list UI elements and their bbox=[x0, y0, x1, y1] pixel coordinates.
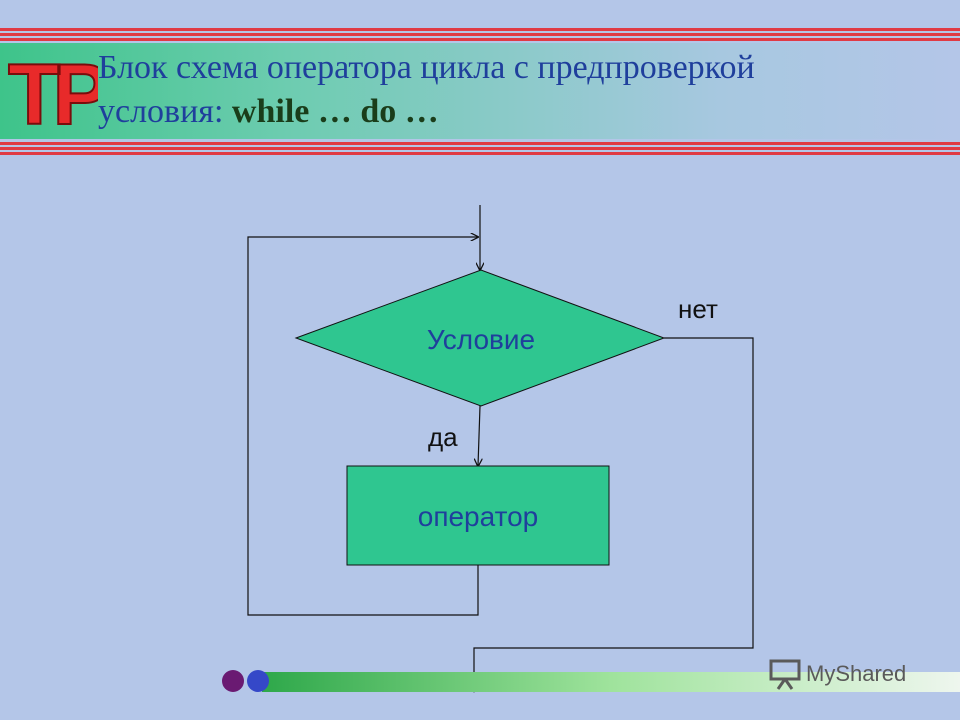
footer-dot-blue bbox=[247, 670, 269, 692]
yes-label: да bbox=[428, 422, 458, 452]
title-line1: Блок схема оператора цикла с предпроверк… bbox=[98, 49, 755, 86]
watermark: MyShared bbox=[768, 656, 906, 692]
footer-dot-purple bbox=[222, 670, 244, 692]
header-stripes-bottom bbox=[0, 142, 960, 157]
loop-back-line bbox=[247, 237, 478, 616]
title-code: while … do … bbox=[231, 93, 439, 130]
no-label: нет bbox=[678, 294, 718, 324]
operator-box bbox=[346, 465, 610, 566]
tp-logo: TP bbox=[7, 46, 98, 134]
header-band bbox=[0, 43, 960, 139]
header-stripes-top bbox=[0, 28, 960, 43]
page-title: Блок схема оператора цикла с предпроверк… bbox=[98, 46, 938, 134]
footer-bar bbox=[262, 672, 960, 692]
title-line2-prefix: условия: bbox=[98, 93, 232, 130]
condition-label: Условие bbox=[427, 324, 535, 355]
logo-text: TP bbox=[8, 47, 98, 134]
presentation-icon bbox=[769, 659, 801, 690]
yes-arrow bbox=[478, 405, 480, 466]
no-branch-line bbox=[469, 337, 754, 693]
watermark-text: MyShared bbox=[806, 661, 907, 686]
operator-label: оператор bbox=[418, 501, 539, 532]
